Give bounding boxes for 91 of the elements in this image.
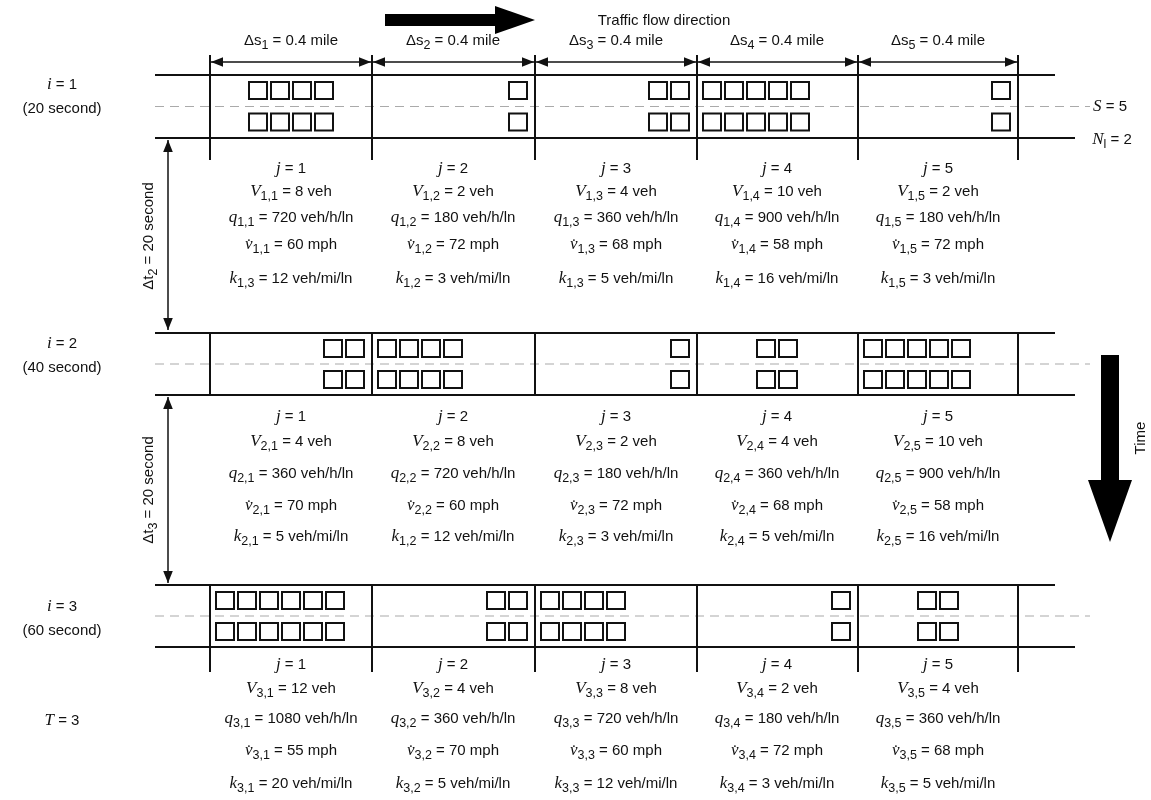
vehicle-count-label: V$_{2,1}$ = 4 veh (250, 432, 332, 454)
density-label: k$_{3,4}$ = 3 veh/mi/ln (719, 774, 835, 796)
segment-index-label: j = 1 (275, 406, 307, 426)
density-label: k$_{2,3}$ = 3 veh/mi/ln (558, 527, 674, 549)
flow-rate-label: q$_{3,2}$ = 360 veh/h/ln (390, 709, 516, 731)
density-label: k$_{3,1}$ = 20 veh/mi/ln (229, 774, 353, 796)
flow-rate-label: q$_{2,3}$ = 180 veh/h/ln (553, 464, 679, 486)
flow-rate-label: q$_{3,4}$ = 180 veh/h/ln (714, 709, 840, 731)
density-label: k$_{3,2}$ = 5 veh/mi/ln (395, 774, 511, 796)
flow-rate-label: q$_{3,3}$ = 720 veh/h/ln (553, 709, 679, 731)
segment-index-label: j = 4 (761, 654, 793, 674)
direction-label: Traffic flow direction (597, 11, 731, 29)
density-label: k$_{3,5}$ = 5 veh/mi/ln (880, 774, 996, 796)
section-length-label: Δs$_{1}$ = 0.4 mile (243, 31, 339, 53)
flow-rate-label: q$_{1,5}$ = 180 veh/h/ln (875, 208, 1001, 230)
vehicle-count-label: V$_{1,2}$ = 2 veh (412, 182, 494, 204)
speed-label: v̇$_{1,4}$ = 58 mph (730, 235, 824, 257)
segment-index-label: j = 3 (600, 158, 632, 178)
speed-label: v̇$_{1,5}$ = 72 mph (891, 235, 985, 257)
vehicle-count-label: V$_{2,3}$ = 2 veh (575, 432, 657, 454)
density-label: k$_{1,2}$ = 3 veh/mi/ln (395, 269, 511, 291)
segment-index-label: j = 4 (761, 406, 793, 426)
density-label: k$_{1,3}$ = 5 veh/mi/ln (558, 269, 674, 291)
segment-count-label: S = 5 (1093, 96, 1127, 116)
segment-index-label: j = 4 (761, 158, 793, 178)
time-step-label: i = 2 (46, 333, 78, 353)
density-label: k$_{1,4}$ = 16 veh/mi/ln (715, 269, 839, 291)
vehicle-count-label: V$_{2,5}$ = 10 veh (893, 432, 983, 454)
segment-index-label: j = 2 (437, 654, 469, 674)
time-step-label: i = 3 (46, 596, 78, 616)
density-label: k$_{1,3}$ = 12 veh/mi/ln (229, 269, 353, 291)
vehicle-count-label: V$_{2,4}$ = 4 veh (736, 432, 818, 454)
density-label: k$_{3,3}$ = 12 veh/mi/ln (554, 774, 678, 796)
speed-label: v̇$_{2,3}$ = 72 mph (569, 496, 663, 518)
speed-label: v̇$_{2,4}$ = 68 mph (730, 496, 824, 518)
section-length-label: Δs$_{4}$ = 0.4 mile (729, 31, 825, 53)
segment-index-label: j = 5 (922, 654, 954, 674)
vehicle-count-label: V$_{3,1}$ = 12 veh (246, 679, 336, 701)
section-length-label: Δs$_{5}$ = 0.4 mile (890, 31, 986, 53)
speed-label: v̇$_{3,2}$ = 70 mph (406, 741, 500, 763)
flow-rate-label: q$_{2,2}$ = 720 veh/h/ln (390, 464, 516, 486)
time-step-label: i = 1 (46, 74, 78, 94)
segment-index-label: j = 1 (275, 158, 307, 178)
flow-rate-label: q$_{1,2}$ = 180 veh/h/ln (390, 208, 516, 230)
speed-label: v̇$_{3,5}$ = 68 mph (891, 741, 985, 763)
segment-index-label: j = 3 (600, 406, 632, 426)
speed-label: v̇$_{1,1}$ = 60 mph (244, 235, 338, 257)
speed-label: v̇$_{3,4}$ = 72 mph (730, 741, 824, 763)
segment-index-label: j = 2 (437, 406, 469, 426)
flow-rate-label: q$_{2,5}$ = 900 veh/h/ln (875, 464, 1001, 486)
vehicle-count-label: V$_{1,1}$ = 8 veh (250, 182, 332, 204)
flow-rate-label: q$_{3,5}$ = 360 veh/h/ln (875, 709, 1001, 731)
speed-label: v̇$_{2,1}$ = 70 mph (244, 496, 338, 518)
section-length-label: Δs$_{3}$ = 0.4 mile (568, 31, 664, 53)
density-label: k$_{1,5}$ = 3 veh/mi/ln (880, 269, 996, 291)
speed-label: v̇$_{3,1}$ = 55 mph (244, 741, 338, 763)
vehicle-count-label: V$_{1,4}$ = 10 veh (732, 182, 822, 204)
vehicle-count-label: V$_{3,5}$ = 4 veh (897, 679, 979, 701)
vehicle-count-label: V$_{3,3}$ = 8 veh (575, 679, 657, 701)
density-label: k$_{2,5}$ = 16 veh/mi/ln (876, 527, 1000, 549)
speed-label: v̇$_{2,2}$ = 60 mph (406, 496, 500, 518)
segment-index-label: j = 2 (437, 158, 469, 178)
flow-rate-label: q$_{1,1}$ = 720 veh/h/ln (228, 208, 354, 230)
time-label: (40 second) (22, 358, 102, 376)
segment-index-label: j = 1 (275, 654, 307, 674)
flow-rate-label: q$_{1,3}$ = 360 veh/h/ln (553, 208, 679, 230)
speed-label: v̇$_{1,2}$ = 72 mph (406, 235, 500, 257)
vehicle-count-label: V$_{1,5}$ = 2 veh (897, 182, 979, 204)
speed-label: v̇$_{2,5}$ = 58 mph (891, 496, 985, 518)
density-label: k$_{2,4}$ = 5 veh/mi/ln (719, 527, 835, 549)
time-label: (20 second) (22, 99, 102, 117)
time-axis-label: Time (1131, 421, 1149, 455)
step-count-label: T = 3 (44, 710, 80, 730)
vehicle-count-label: V$_{1,3}$ = 4 veh (575, 182, 657, 204)
speed-label: v̇$_{1,3}$ = 68 mph (569, 235, 663, 257)
density-label: k$_{2,1}$ = 5 veh/mi/ln (233, 527, 349, 549)
section-length-label: Δs$_{2}$ = 0.4 mile (405, 31, 501, 53)
segment-index-label: j = 3 (600, 654, 632, 674)
flow-rate-label: q$_{2,4}$ = 360 veh/h/ln (714, 464, 840, 486)
segment-index-label: j = 5 (922, 406, 954, 426)
density-label: k$_{1,2}$ = 12 veh/mi/ln (391, 527, 515, 549)
flow-rate-label: q$_{2,1}$ = 360 veh/h/ln (228, 464, 354, 486)
flow-rate-label: q$_{1,4}$ = 900 veh/h/ln (714, 208, 840, 230)
segment-index-label: j = 5 (922, 158, 954, 178)
time-label: (60 second) (22, 621, 102, 639)
lane-count-label: N$_{l}$ = 2 (1092, 130, 1132, 152)
flow-rate-label: q$_{3,1}$ = 1080 veh/h/ln (224, 709, 358, 731)
vehicle-count-label: V$_{3,4}$ = 2 veh (736, 679, 818, 701)
vehicle-count-label: V$_{2,2}$ = 8 veh (412, 432, 494, 454)
vehicle-count-label: V$_{3,2}$ = 4 veh (412, 679, 494, 701)
speed-label: v̇$_{3,3}$ = 60 mph (569, 741, 663, 763)
